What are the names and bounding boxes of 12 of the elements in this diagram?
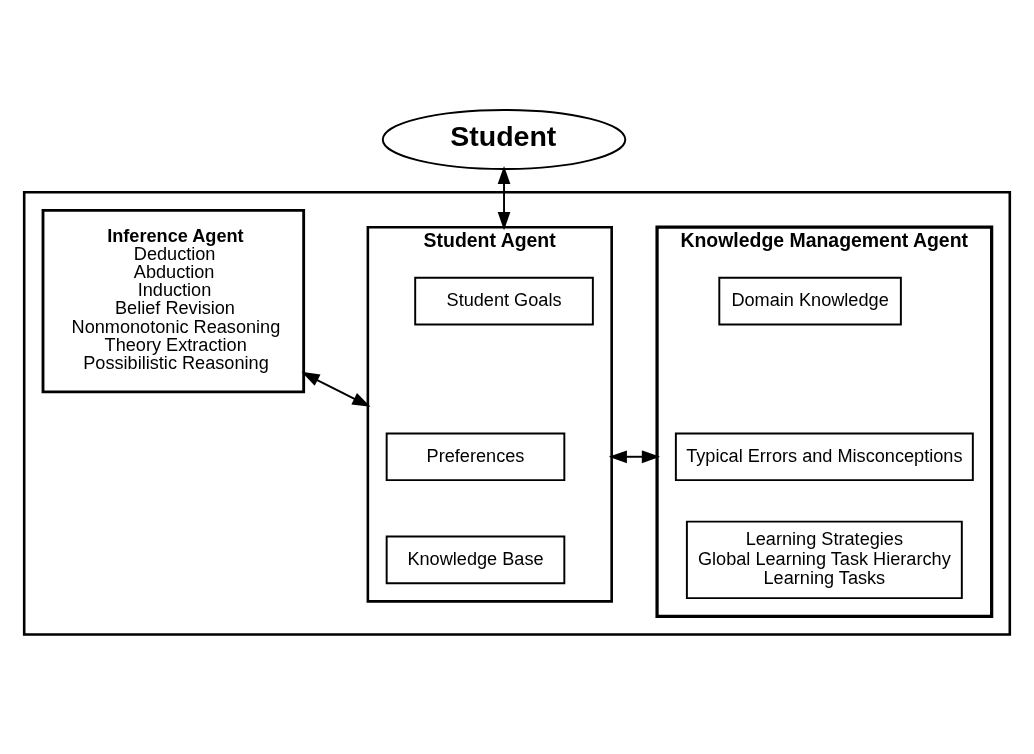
node-box: Typical Errors and Misconceptions: [674, 431, 974, 481]
node-box: Student Goals: [414, 276, 594, 325]
arrow: [497, 165, 511, 230]
node-box: Learning Strategies Global Learning Task Hierarchy Learning Tasks: [685, 520, 963, 599]
node-box: Domain Knowledge: [718, 276, 902, 325]
node-box: Inference Agent Deduction Abduction Induction Belief Revision Nonmonotonic Reasoning Theory Extraction Possibilistic Reasoning: [41, 208, 306, 393]
node-ellipse: Student: [381, 108, 627, 170]
node-box: Knowledge Base: [385, 535, 566, 584]
arrow: [301, 371, 371, 407]
arrow: [608, 449, 660, 463]
cluster: [22, 190, 1012, 636]
node-box: Preferences: [385, 431, 566, 481]
